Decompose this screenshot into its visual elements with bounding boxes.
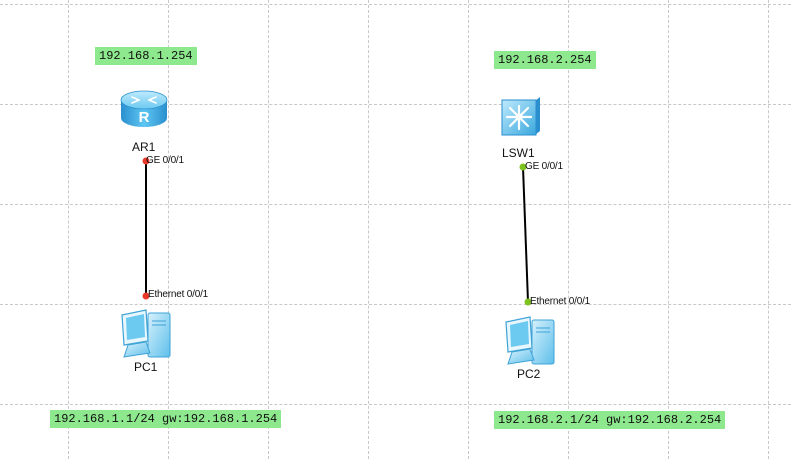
router-icon: R [120,90,168,127]
pc-pc1[interactable] [116,307,174,366]
l3-switch-icon [501,97,540,136]
pc1-name-label[interactable]: PC1 [134,360,158,374]
grid-line [0,4,791,5]
grid-line [668,0,669,459]
router-ar1[interactable]: R [118,86,170,137]
pc1-port-label: Ethernet 0/0/1 [148,289,209,300]
pc2-port-status-dot [524,298,532,306]
grid-line [0,204,791,205]
ar1-name-label[interactable]: AR1 [132,140,156,154]
grid-line [468,0,469,459]
pc-icon [505,316,555,365]
grid-line [268,0,269,459]
pc1-port-status-dot [142,292,150,300]
link-lsw1-pc2[interactable] [522,166,529,303]
grid-line [168,0,169,459]
grid-line [0,104,791,105]
pc-pc2[interactable] [500,314,558,373]
pc-icon [121,309,171,358]
pc2-port-label: Ethernet 0/0/1 [530,296,591,307]
svg-text:R: R [139,109,150,126]
lsw1-name-label[interactable]: LSW1 [502,146,535,160]
lsw1-port-status-dot [519,163,527,171]
grid-line [568,0,569,459]
lsw1-gateway-ip-label[interactable]: 192.168.2.254 [494,51,596,69]
lsw1-port-label: GE 0/0/1 [525,161,563,172]
grid-line [0,404,791,405]
grid-line [0,304,791,305]
ar1-gateway-ip-label[interactable]: 192.168.1.254 [95,47,197,65]
pc2-name-label[interactable]: PC2 [517,367,541,381]
pc1-ip-label[interactable]: 192.168.1.1/24 gw:192.168.1.254 [50,410,282,428]
switch-lsw1[interactable] [499,95,543,144]
ar1-port-label: GE 0/0/1 [146,155,184,166]
grid-line [768,0,769,459]
pc2-ip-label[interactable]: 192.168.2.1/24 gw:192.168.2.254 [494,411,726,429]
grid-line [68,0,69,459]
ar1-port-status-dot [142,157,150,165]
grid-line [368,0,369,459]
